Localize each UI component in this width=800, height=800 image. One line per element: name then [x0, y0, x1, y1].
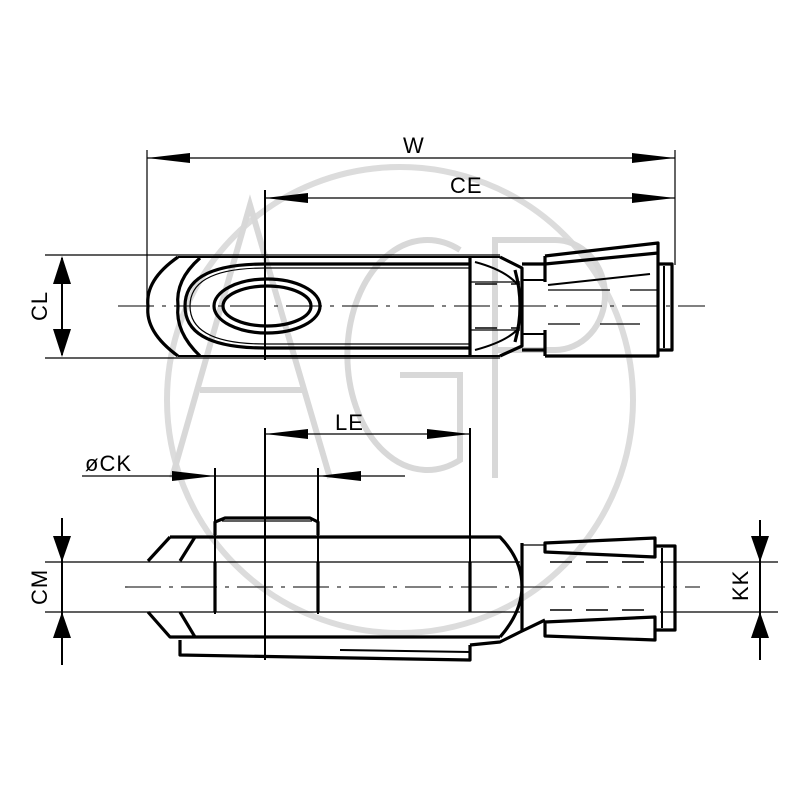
side-view: LE øCK CM: [27, 410, 778, 665]
top-view: W CE CL: [27, 133, 705, 360]
dimension-label-ce: CE: [450, 173, 483, 198]
dimension-label-cl: CL: [27, 291, 52, 321]
dimension-label-le: LE: [335, 410, 364, 435]
dimension-label-kk: KK: [728, 570, 753, 601]
dimension-label-ck: øCK: [85, 451, 132, 476]
dimension-label-cm: CM: [27, 569, 52, 605]
dimension-label-w: W: [403, 133, 425, 158]
agp-watermark: [164, 164, 636, 636]
